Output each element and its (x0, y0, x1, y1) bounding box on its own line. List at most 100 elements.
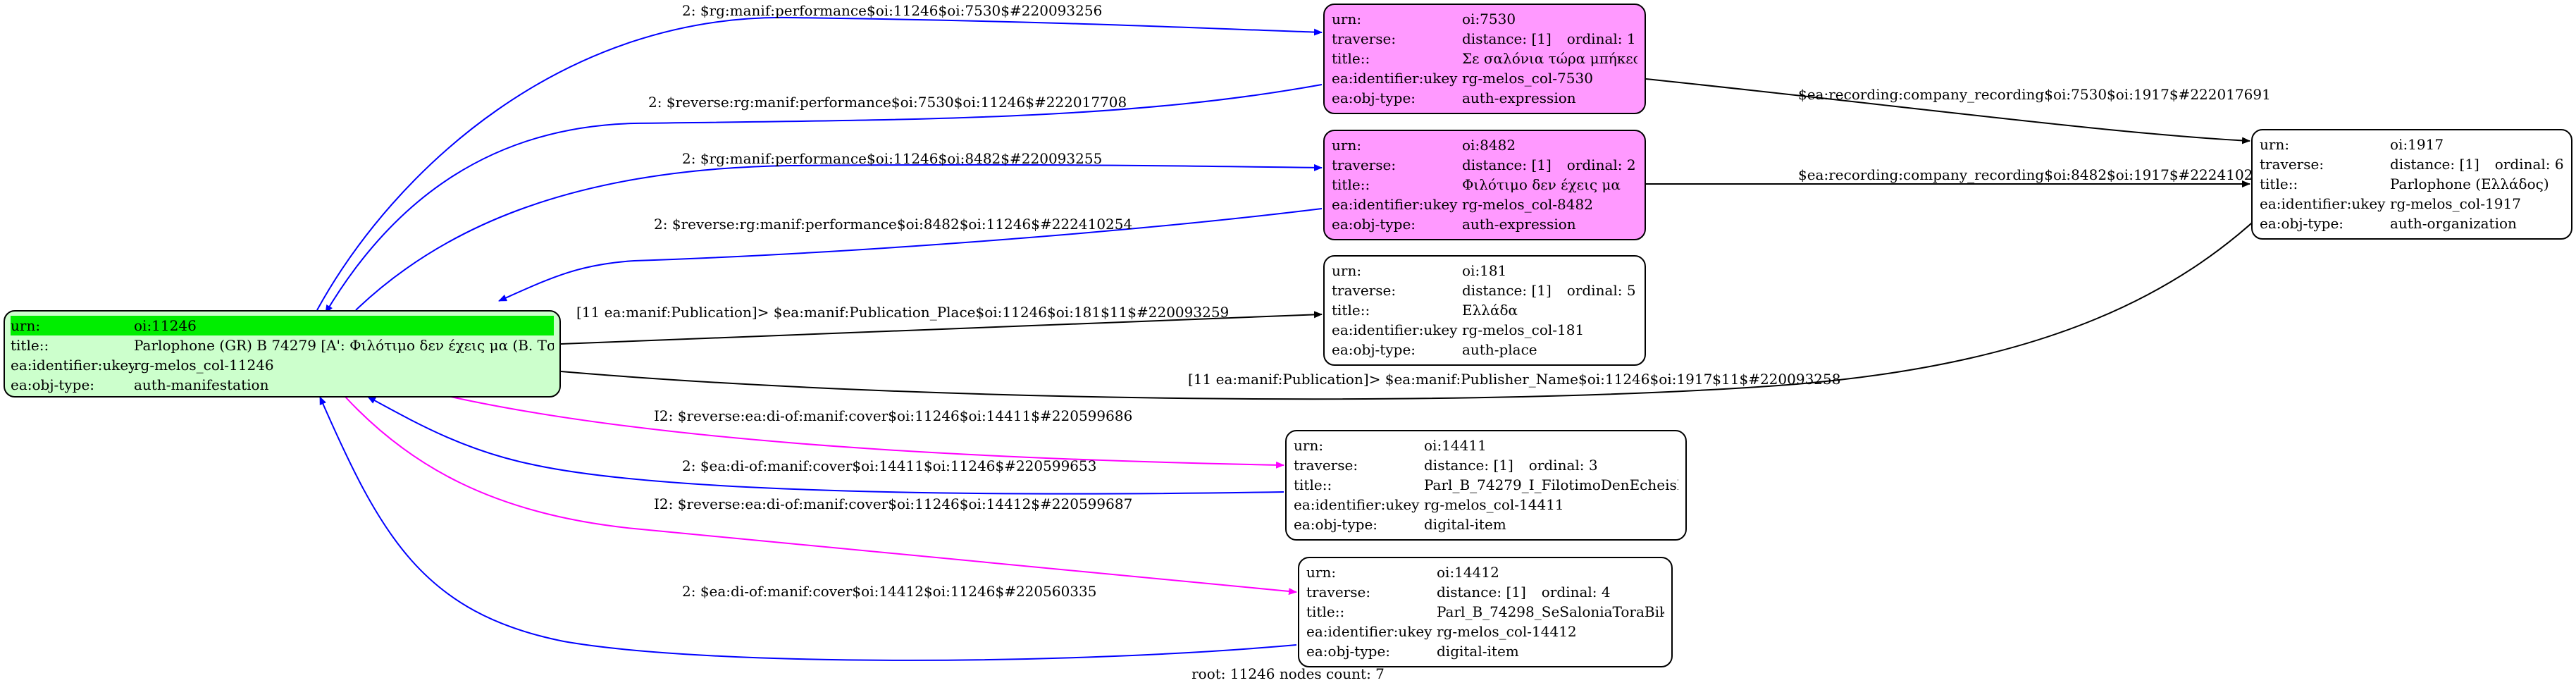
field-value: auth-place (1462, 341, 1537, 358)
edge-line (325, 84, 1323, 314)
edge-label: I2: $reverse:ea:di-of:manif:cover$oi:112… (654, 407, 1132, 424)
edge-reverse-cover-14412: 2: $ea:di-of:manif:cover$oi:14412$oi:112… (319, 396, 1297, 661)
field-key: ea:identifier:ukey (1332, 70, 1458, 87)
node-row-type: ea:obj-type:auth-manifestation (11, 375, 554, 395)
edge-performance-7530: 2: $rg:manif:performance$oi:11246$oi:753… (316, 2, 1323, 311)
node-row-type: ea:obj-type:auth-expression (1332, 88, 1637, 108)
node-row-title: title::Σε σαλόνια τώρα μπήκες (1332, 49, 1637, 68)
field-value: distance: [1] ordinal: 2 (1462, 155, 1637, 175)
node-row-title: title::Parl_B_74298_SeSaloniaToraBikes (1306, 602, 1664, 622)
node-row-urn: urn:oi:1917 (2260, 135, 2564, 154)
node-oi-7530[interactable]: urn:oi:7530 traverse:distance: [1]ordina… (1323, 4, 1646, 114)
node-row-urn: urn: oi:14412 (1306, 562, 1664, 582)
field-value: oi:8482 (1462, 137, 1516, 154)
node-oi-181[interactable]: urn:oi:181 traverse:distance: [1]ordinal… (1323, 255, 1646, 366)
field-value: rg-melos_col-14411 (1424, 496, 1564, 513)
edge-cover-14412: I2: $reverse:ea:di-of:manif:cover$oi:112… (345, 396, 1297, 596)
field-value: distance: [1]ordinal: 4 (1437, 582, 1664, 602)
edge-line (316, 16, 1323, 311)
edge-label: $ea:recording:company_recording$oi:8482$… (1798, 166, 2271, 183)
node-row-type: ea:obj-type:auth-expression (1332, 214, 1637, 234)
edge-label: I2: $reverse:ea:di-of:manif:cover$oi:112… (654, 495, 1132, 512)
field-value: distance: [1] ordinal: 1 (1462, 29, 1637, 49)
edge-performance-8482: 2: $rg:manif:performance$oi:11246$oi:848… (355, 150, 1323, 311)
node-row-urn: urn: oi:14411 (1294, 436, 1678, 455)
edge-line (367, 396, 1284, 495)
root-node-oi-11246[interactable]: urn:oi:11246 title::Parlophone (GR) B 74… (4, 310, 561, 398)
field-value: oi:14411 (1424, 437, 1487, 454)
field-value: oi:181 (1462, 262, 1507, 279)
traverse-distance: distance: [1] (1462, 282, 1552, 299)
field-key: ea:obj-type: (1306, 643, 1391, 660)
field-value: auth-expression (1462, 90, 1576, 106)
node-row-traverse: traverse: distance: [1] ordinal: 6 (2260, 154, 2564, 174)
edge-reverse-cover-14411: 2: $ea:di-of:manif:cover$oi:14411$oi:112… (367, 396, 1284, 495)
field-key: ea:identifier:ukey (1294, 496, 1420, 513)
edge-publisher-name: [11 ea:manif:Publication]> $ea:manif:Pub… (560, 192, 2284, 400)
node-oi-8482[interactable]: urn: oi:8482 traverse: distance: [1] ordina… (1323, 130, 1646, 240)
node-oi-14411[interactable]: urn: oi:14411 traverse: distance: [1] ordin… (1285, 430, 1687, 541)
field-key: ea:obj-type: (11, 376, 95, 393)
field-key: urn: (2260, 136, 2290, 153)
field-key: urn: (1294, 437, 1324, 454)
traverse-distance: distance: [1] (1462, 156, 1552, 173)
traverse-ordinal: ordinal: 1 (1566, 30, 1636, 47)
field-value: oi:14412 (1437, 564, 1499, 581)
node-row-traverse: traverse:distance: [1]ordinal: 4 (1306, 582, 1664, 602)
edge-line (498, 208, 1323, 302)
field-key: traverse: (1332, 156, 1397, 173)
field-key: title:: (1306, 603, 1345, 620)
field-value: digital-item (1424, 516, 1506, 533)
traverse-distance: distance: [1] (1424, 457, 1513, 474)
field-value: Parl_B_74298_SeSaloniaToraBikes (1437, 603, 1664, 620)
traverse-ordinal: ordinal: 3 (1528, 457, 1598, 474)
field-value: auth-expression (1462, 216, 1576, 233)
field-key: urn: (1332, 262, 1362, 279)
field-value: oi:11246 (134, 316, 554, 335)
field-key: urn: (1332, 137, 1362, 154)
edge-line (355, 164, 1323, 311)
field-key: urn: (1306, 564, 1337, 581)
traverse-distance: distance: [1] (2390, 156, 2479, 173)
traverse-ordinal: ordinal: 2 (1566, 156, 1636, 173)
field-value: distance: [1] ordinal: 3 (1424, 455, 1678, 475)
graph-footer: root: 11246 nodes count: 7 (1191, 665, 1385, 682)
node-oi-14412[interactable]: urn: oi:14412 traverse:distance: [1]ordin… (1298, 557, 1673, 667)
traverse-ordinal: ordinal: 6 (2494, 156, 2564, 173)
field-key: title:: (1332, 302, 1370, 319)
node-row-traverse: traverse: distance: [1] ordinal: 2 (1332, 155, 1637, 175)
node-row-type: ea:obj-type:digital-item (1306, 641, 1664, 661)
edge-label: [11 ea:manif:Publication]> $ea:manif:Pub… (1188, 371, 1840, 388)
node-oi-1917[interactable]: urn:oi:1917 traverse: distance: [1] ordina… (2251, 129, 2572, 240)
field-key: ea:identifier:ukey (2260, 195, 2386, 212)
field-key: urn: (1332, 11, 1362, 27)
node-row-type: ea:obj-type:digital-item (1294, 515, 1678, 534)
edge-label: 2: $ea:di-of:manif:cover$oi:14411$oi:112… (682, 457, 1096, 474)
field-key: urn: (11, 316, 134, 335)
field-value: rg-melos_col-7530 (1462, 70, 1593, 87)
node-row-title: title::Ελλάδα (1332, 300, 1637, 320)
edge-label: 2: $ea:di-of:manif:cover$oi:14412$oi:112… (682, 583, 1096, 600)
field-value: Parlophone (Ελλάδος) (2390, 175, 2549, 192)
traverse-ordinal: ordinal: 5 (1566, 282, 1636, 299)
traverse-distance: distance: [1] (1462, 30, 1552, 47)
edge-cover-14411: I2: $reverse:ea:di-of:manif:cover$oi:112… (450, 396, 1284, 469)
edge-line (560, 192, 2284, 400)
field-value: Σε σαλόνια τώρα μπήκες (1462, 50, 1637, 67)
edge-line (1645, 78, 2250, 144)
edge-company-recording-7530: $ea:recording:company_recording$oi:7530$… (1645, 78, 2271, 144)
field-key: title:: (11, 337, 49, 354)
field-key: traverse: (1294, 457, 1358, 474)
field-key: ea:identifier:ukey (1332, 321, 1458, 338)
edge-label: 2: $reverse:rg:manif:performance$oi:8482… (654, 216, 1132, 233)
field-value: Ελλάδα (1462, 302, 1518, 319)
traverse-distance: distance: [1] (1437, 584, 1526, 600)
field-key: traverse: (2260, 156, 2324, 173)
field-key: ea:identifier:ukey (11, 357, 134, 374)
edge-line (450, 396, 1284, 469)
